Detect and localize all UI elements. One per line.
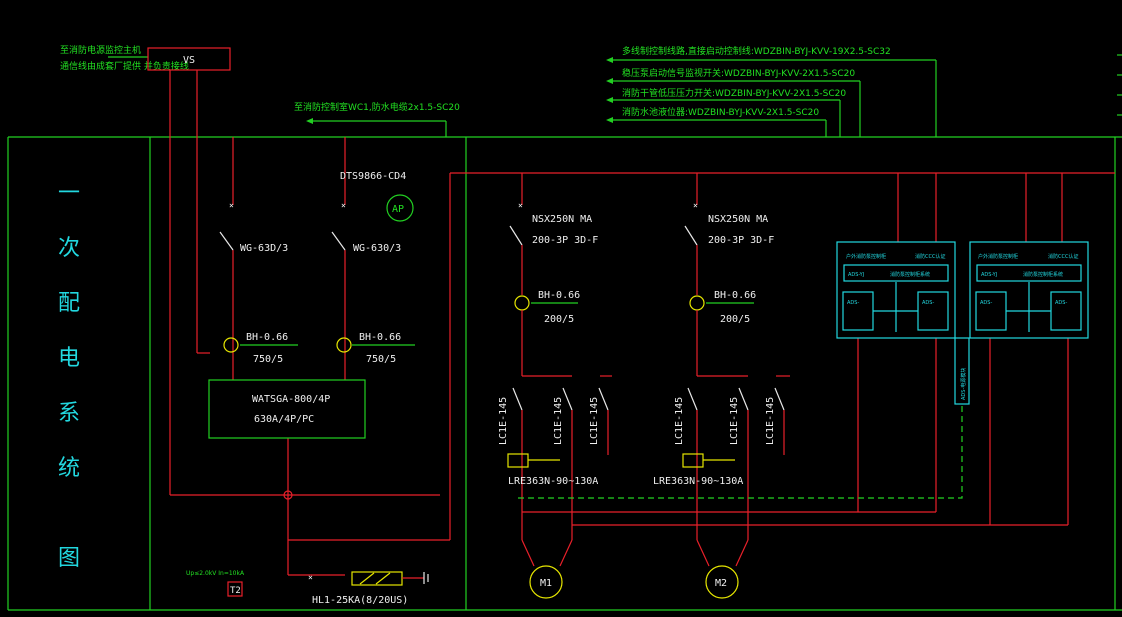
feeder-2-ratio: 200/5 bbox=[720, 314, 750, 325]
ads-2-top-left: 户外消防泵控制柜 bbox=[978, 253, 1018, 260]
ct-left-1-ratio: 750/5 bbox=[253, 354, 283, 365]
spd-note: Up≤2.0kV In=10kA bbox=[186, 570, 245, 577]
feeder-1: × NSX250N MA 200-3P 3D-F BH-0.66 200/5 L… bbox=[498, 173, 612, 599]
ats-switch: WATSGA-800/4P 630A/4P/PC bbox=[208, 379, 366, 439]
ads-1-mid: ADS-YJ bbox=[848, 272, 864, 278]
feeder-1-contactor-1: LC1E-145 bbox=[498, 397, 509, 445]
control-note-1: 多线制控制线路,直接启动控制线:WDZBIN-BYJ-KVV-19X2.5-SC… bbox=[622, 45, 891, 57]
ads-1-mid2: 消防泵控制柜系统 bbox=[890, 271, 930, 278]
ads-1-top-left: 户外消防泵控制柜 bbox=[846, 253, 886, 260]
breaker-left-1-label: WG-63D/3 bbox=[240, 243, 288, 254]
ads-vertical-label: ADS-电源模块 bbox=[960, 368, 967, 400]
breaker-left-2-label: WG-630/3 bbox=[353, 243, 401, 254]
feeder-1-contactor-3: LC1E-145 bbox=[589, 397, 600, 445]
control-wiring bbox=[518, 173, 1069, 526]
ads-1-top-right: 消防CCC认证 bbox=[915, 253, 945, 260]
vertical-title: 一 次 配 电 系 统 图 bbox=[58, 181, 80, 571]
ats-line1: WATSGA-800/4P bbox=[252, 394, 330, 405]
monitor-note-line1: 至消防电源监控主机 bbox=[60, 44, 141, 56]
ct-left-1-model: BH-0.66 bbox=[246, 332, 288, 343]
ads-controller-1: 户外消防泵控制柜 消防CCC认证 ADS-YJ 消防泵控制柜系统 ADS- AD… bbox=[836, 241, 956, 339]
control-note-3: 消防干管低压压力开关:WDZBIN-BYJ-KVV-2X1.5-SC20 bbox=[622, 87, 846, 99]
svg-text:×: × bbox=[693, 201, 698, 210]
svg-text:×: × bbox=[518, 201, 523, 210]
motor-m2-label: M2 bbox=[715, 578, 727, 589]
surge-protector: × HL1-25KA(8/20US) Up≤2.0kV In=10kA T2 bbox=[186, 570, 429, 606]
signal-note: 至消防控制室WC1,防水电缆2x1.5-SC20 bbox=[294, 101, 460, 137]
ads-2-right: ADS- bbox=[1055, 300, 1067, 306]
feeder-2-ct: BH-0.66 bbox=[714, 290, 756, 301]
feeder-2-contactor-1: LC1E-145 bbox=[674, 397, 685, 445]
monitor-note: 至消防电源监控主机 通信线由成套厂提供 并负责接线 VS bbox=[60, 44, 231, 72]
feeder-2-contactor-2: LC1E-145 bbox=[729, 397, 740, 445]
control-notes: 多线制控制线路,直接启动控制线:WDZBIN-BYJ-KVV-19X2.5-SC… bbox=[606, 45, 1122, 137]
title-char: 图 bbox=[58, 546, 80, 571]
feeder-2-breaker2: 200-3P 3D-F bbox=[708, 235, 774, 246]
ap-meter bbox=[386, 194, 414, 222]
feeder-1-ratio: 200/5 bbox=[544, 314, 574, 325]
ct-left-2-ratio: 750/5 bbox=[366, 354, 396, 365]
ats-line2: 630A/4P/PC bbox=[254, 414, 314, 425]
ads-1-right: ADS- bbox=[922, 300, 934, 306]
ct-left-1: BH-0.66 750/5 bbox=[223, 332, 298, 365]
title-char: 统 bbox=[58, 456, 80, 481]
ads-2-mid2: 消防泵控制柜系统 bbox=[1023, 271, 1063, 278]
feeder-1-relay: LRE363N-90~130A bbox=[508, 476, 598, 487]
motor-m1 bbox=[529, 565, 563, 599]
svg-text:×: × bbox=[308, 573, 313, 582]
svg-text:×: × bbox=[229, 201, 234, 210]
title-char: 次 bbox=[58, 236, 80, 261]
feeder-1-breaker: NSX250N MA bbox=[532, 214, 592, 225]
feeder-1-breaker2: 200-3P 3D-F bbox=[532, 235, 598, 246]
feeder-2-relay: LRE363N-90~130A bbox=[653, 476, 743, 487]
motor-m1-label: M1 bbox=[540, 578, 552, 589]
ads-2-top-right: 消防CCC认证 bbox=[1048, 253, 1078, 260]
signal-note-text: 至消防控制室WC1,防水电缆2x1.5-SC20 bbox=[294, 101, 460, 113]
spd-label: HL1-25KA(8/20US) bbox=[312, 595, 408, 606]
title-char: 一 bbox=[58, 181, 80, 206]
monitor-note-line2: 通信线由成套厂提供 并负责接线 bbox=[60, 60, 189, 72]
ads-controller-2: 户外消防泵控制柜 消防CCC认证 ADS-YJ 消防泵控制柜系统 ADS- AD… bbox=[969, 241, 1089, 339]
vs-box bbox=[147, 47, 231, 71]
ct-left-2: BH-0.66 750/5 bbox=[336, 332, 415, 365]
ap-label: AP bbox=[392, 204, 404, 215]
ads-2-left: ADS- bbox=[980, 300, 992, 306]
motor-m2 bbox=[705, 565, 739, 599]
control-note-4: 消防水池液位器:WDZBIN-BYJ-KVV-2X1.5-SC20 bbox=[622, 106, 819, 118]
meter-label: DTS9866-CD4 bbox=[340, 171, 406, 182]
ads-2-mid: ADS-YJ bbox=[981, 272, 997, 278]
title-char: 电 bbox=[58, 346, 80, 371]
ads-1-left: ADS- bbox=[847, 300, 859, 306]
svg-text:×: × bbox=[341, 201, 346, 210]
feeder-1-ct: BH-0.66 bbox=[538, 290, 580, 301]
left-wiring bbox=[169, 70, 1115, 576]
feeder-2: × NSX250N MA 200-3P 3D-F BH-0.66 200/5 L… bbox=[653, 173, 790, 599]
title-char: 配 bbox=[58, 291, 80, 316]
vs-label: VS bbox=[183, 55, 195, 66]
spd-tag: T2 bbox=[230, 586, 241, 596]
breaker-left-1: × WG-63D/3 bbox=[219, 201, 288, 254]
feeder-2-contactor-3: LC1E-145 bbox=[765, 397, 776, 445]
title-char: 系 bbox=[58, 401, 80, 426]
control-note-2: 稳压泵启动信号监视开关:WDZBIN-BYJ-KVV-2X1.5-SC20 bbox=[622, 67, 855, 79]
breaker-left-2: × WG-630/3 bbox=[331, 201, 401, 254]
feeder-1-contactor-2: LC1E-145 bbox=[553, 397, 564, 445]
ads-power-module: ADS-电源模块 bbox=[954, 337, 970, 405]
feeder-2-breaker: NSX250N MA bbox=[708, 214, 768, 225]
ct-left-2-model: BH-0.66 bbox=[359, 332, 401, 343]
